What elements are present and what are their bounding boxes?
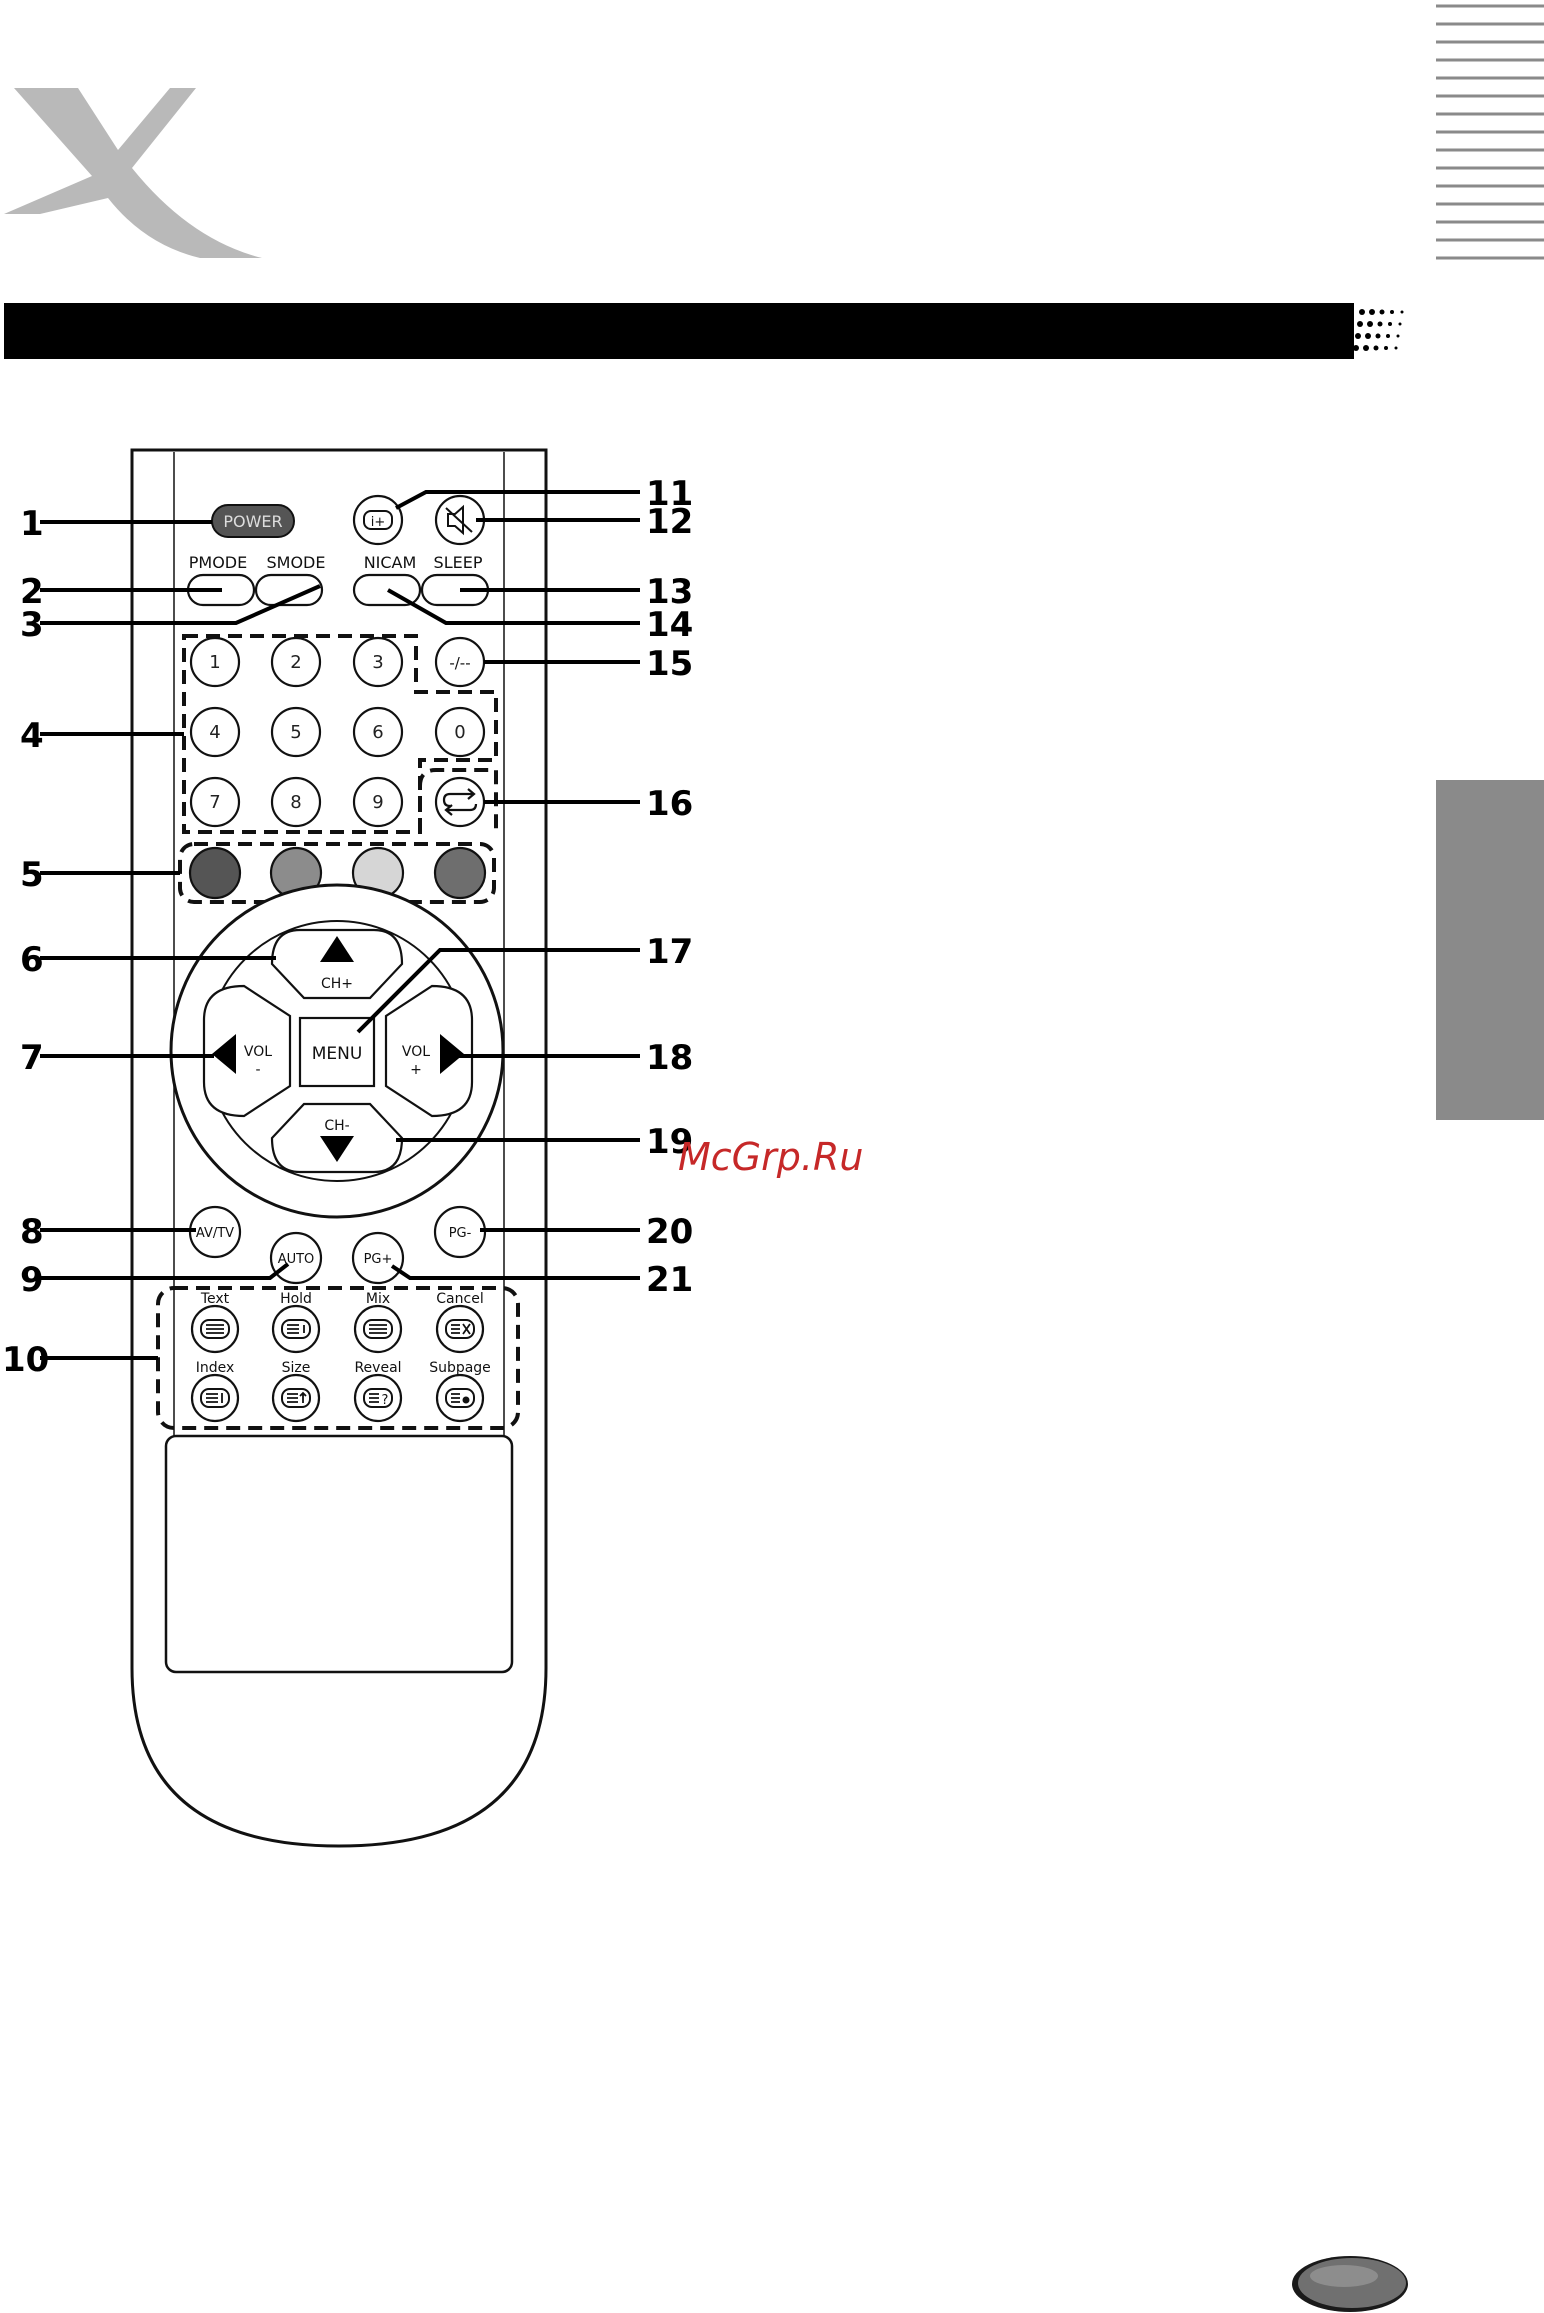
callout-8: 8 bbox=[20, 1212, 44, 1252]
vol-plus-sign: + bbox=[410, 1062, 422, 1078]
digit-button-6[interactable]: 6 bbox=[354, 708, 402, 756]
teletext-hold-button[interactable] bbox=[273, 1306, 319, 1352]
callout-1: 1 bbox=[20, 504, 44, 544]
callout-9: 9 bbox=[20, 1260, 44, 1300]
ch-minus-label: CH- bbox=[324, 1118, 349, 1134]
callout-18: 18 bbox=[646, 1038, 693, 1078]
power-button[interactable]: POWER bbox=[212, 505, 294, 537]
teletext-hold-label: Hold bbox=[280, 1291, 312, 1307]
recall-button[interactable] bbox=[436, 778, 484, 826]
smode-label: SMODE bbox=[267, 553, 326, 572]
auto-label: AUTO bbox=[278, 1252, 315, 1267]
watermark-text: McGrp.Ru bbox=[678, 1135, 863, 1179]
digit-button-2[interactable]: 2 bbox=[272, 638, 320, 686]
remote-bottom-panel bbox=[166, 1436, 512, 1672]
pg-plus-button[interactable]: PG+ bbox=[353, 1233, 403, 1283]
av-tv-button[interactable]: AV/TV bbox=[190, 1207, 240, 1257]
callout-15: 15 bbox=[646, 644, 693, 684]
header-stripes bbox=[1436, 6, 1544, 258]
teletext-subpage-button[interactable] bbox=[437, 1375, 483, 1421]
digit-label: 1 bbox=[209, 652, 220, 673]
brand-logo-icon bbox=[4, 88, 262, 258]
digit-button-8[interactable]: 8 bbox=[272, 778, 320, 826]
teletext-subpage-label: Subpage bbox=[429, 1360, 491, 1376]
callout-21: 21 bbox=[646, 1260, 693, 1300]
digit-button-9[interactable]: 9 bbox=[354, 778, 402, 826]
digit-button-4[interactable]: 4 bbox=[191, 708, 239, 756]
callout-12: 12 bbox=[646, 502, 693, 542]
teletext-mix-label: Mix bbox=[366, 1291, 390, 1307]
nicam-label: NICAM bbox=[364, 553, 417, 572]
digit-button-5[interactable]: 5 bbox=[272, 708, 320, 756]
teletext-index-button[interactable] bbox=[192, 1375, 238, 1421]
dash-digit-button[interactable]: -/-- bbox=[436, 638, 484, 686]
teletext-size-label: Size bbox=[282, 1360, 311, 1376]
teletext-mix-button[interactable] bbox=[355, 1306, 401, 1352]
digit-button-7[interactable]: 7 bbox=[191, 778, 239, 826]
info-button[interactable]: i+ bbox=[354, 496, 402, 544]
digit-label: 3 bbox=[372, 652, 383, 673]
callout-7: 7 bbox=[20, 1038, 44, 1078]
color-key-red[interactable] bbox=[190, 848, 240, 898]
pg-minus-label: PG- bbox=[449, 1226, 472, 1241]
callout-3: 3 bbox=[20, 605, 44, 645]
digit-label: 7 bbox=[209, 792, 220, 813]
header-bar-halftone bbox=[1353, 309, 1404, 351]
callout-14: 14 bbox=[646, 605, 693, 645]
page-number-oval bbox=[1292, 2256, 1408, 2312]
sleep-label: SLEEP bbox=[434, 553, 483, 572]
teletext-reveal-button[interactable]: ? bbox=[355, 1375, 401, 1421]
callout-6: 6 bbox=[20, 940, 44, 980]
vol-plus-label: VOL bbox=[402, 1044, 430, 1060]
teletext-cancel-button[interactable] bbox=[437, 1306, 483, 1352]
dash-digit-label: -/-- bbox=[449, 654, 470, 672]
digit-button-3[interactable]: 3 bbox=[354, 638, 402, 686]
auto-button[interactable]: AUTO bbox=[271, 1233, 321, 1283]
av-tv-label: AV/TV bbox=[196, 1226, 234, 1241]
vol-minus-label: VOL bbox=[244, 1044, 272, 1060]
pg-plus-label: PG+ bbox=[364, 1252, 393, 1267]
ch-plus-label: CH+ bbox=[321, 976, 353, 992]
callout-10: 10 bbox=[2, 1340, 49, 1380]
digit-label: 9 bbox=[372, 792, 383, 813]
teletext-reveal-label: Reveal bbox=[354, 1360, 401, 1376]
header-bar bbox=[4, 303, 1354, 359]
teletext-text-button[interactable] bbox=[192, 1306, 238, 1352]
teletext-size-button[interactable] bbox=[273, 1375, 319, 1421]
reveal-question-mark: ? bbox=[382, 1393, 389, 1408]
digit-label: 4 bbox=[209, 722, 220, 743]
teletext-text-label: Text bbox=[200, 1291, 230, 1307]
digit-button-1[interactable]: 1 bbox=[191, 638, 239, 686]
digit-button-0[interactable]: 0 bbox=[436, 708, 484, 756]
digit-label: 0 bbox=[454, 722, 465, 743]
callout-5: 5 bbox=[20, 855, 44, 895]
menu-label: MENU bbox=[312, 1044, 363, 1064]
callout-20: 20 bbox=[646, 1212, 693, 1252]
pg-minus-button[interactable]: PG- bbox=[435, 1207, 485, 1257]
digit-label: 5 bbox=[290, 722, 301, 743]
callout-17: 17 bbox=[646, 932, 693, 972]
digit-label: 8 bbox=[290, 792, 301, 813]
color-key-blue[interactable] bbox=[435, 848, 485, 898]
callout-16: 16 bbox=[646, 784, 693, 824]
digit-label: 2 bbox=[290, 652, 301, 673]
info-icon: i+ bbox=[371, 515, 386, 530]
teletext-index-label: Index bbox=[196, 1360, 235, 1376]
pmode-label: PMODE bbox=[189, 553, 247, 572]
chapter-side-tab bbox=[1436, 780, 1544, 1120]
callout-4: 4 bbox=[20, 716, 44, 756]
vol-minus-sign: - bbox=[255, 1062, 260, 1078]
digit-label: 6 bbox=[372, 722, 383, 743]
power-label: POWER bbox=[223, 512, 282, 531]
teletext-cancel-label: Cancel bbox=[436, 1291, 483, 1307]
